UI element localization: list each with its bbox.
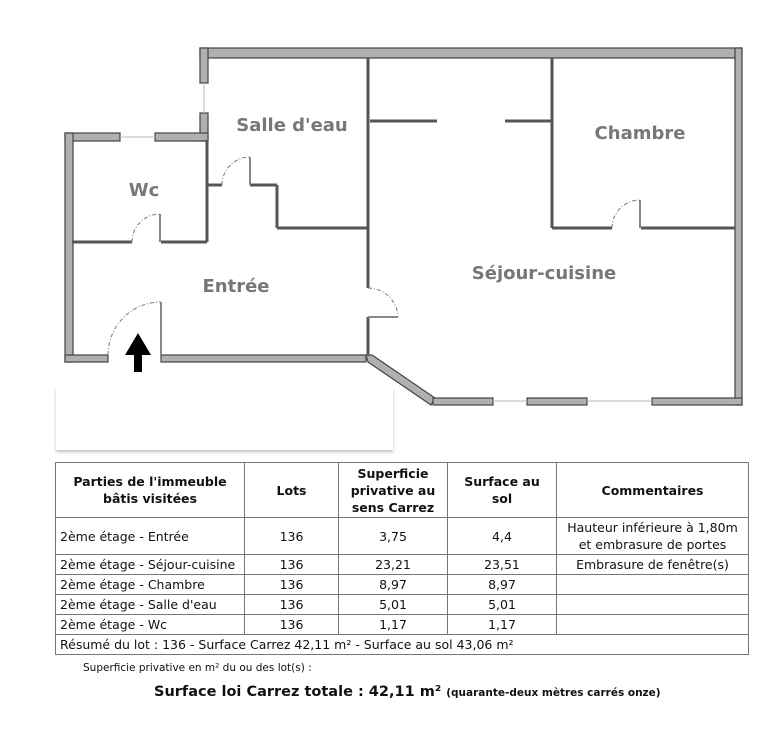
cell-commentaire <box>556 594 749 615</box>
entrance-arrow-icon <box>125 333 151 372</box>
header-parties: Parties de l'immeuble bâtis visitées <box>55 462 245 518</box>
cell-commentaire <box>556 614 749 635</box>
cell-partie: 2ème étage - Salle d'eau <box>55 594 245 615</box>
room-label-wc: Wc <box>129 180 160 201</box>
floor-plan: Salle d'eau Chambre Wc Entrée Séjour-cui… <box>64 47 743 406</box>
summary-text: Résumé du lot : 136 - Surface Carrez 42,… <box>55 634 749 655</box>
header-carrez: Superficie privative au sens Carrez <box>338 462 448 518</box>
total-carrez-words: (quarante-deux mètres carrés onze) <box>446 687 661 699</box>
cell-partie: 2ème étage - Chambre <box>55 574 245 595</box>
header-commentaires: Commentaires <box>556 462 749 518</box>
cell-partie: 2ème étage - Wc <box>55 614 245 635</box>
header-surface-sol: Surface au sol <box>447 462 557 518</box>
cell-carrez: 5,01 <box>338 594 448 615</box>
cell-sol: 23,51 <box>447 554 557 575</box>
door-swings <box>107 156 641 356</box>
room-label-sejour-cuisine: Séjour-cuisine <box>472 263 616 284</box>
cell-commentaire <box>556 574 749 595</box>
cell-carrez: 1,17 <box>338 614 448 635</box>
cell-sol: 5,01 <box>447 594 557 615</box>
cell-sol: 8,97 <box>447 574 557 595</box>
cell-lot: 136 <box>244 517 339 555</box>
cell-lot: 136 <box>244 614 339 635</box>
blank-overlay-box <box>56 388 393 450</box>
room-label-salle-deau: Salle d'eau <box>236 115 348 136</box>
windows <box>120 83 652 402</box>
cell-lot: 136 <box>244 554 339 575</box>
summary-row: Résumé du lot : 136 - Surface Carrez 42,… <box>55 634 749 655</box>
cell-sol: 4,4 <box>447 517 557 555</box>
cell-sol: 1,17 <box>447 614 557 635</box>
table-header-row: Parties de l'immeuble bâtis visitées Lot… <box>55 462 749 518</box>
door-leaves <box>159 157 641 355</box>
cell-carrez: 3,75 <box>338 517 448 555</box>
cell-partie: 2ème étage - Séjour-cuisine <box>55 554 245 575</box>
cell-commentaire: Hauteur inférieure à 1,80m et embrasure … <box>556 517 749 555</box>
cell-partie: 2ème étage - Entrée <box>55 517 245 555</box>
cell-lot: 136 <box>244 574 339 595</box>
cell-lot: 136 <box>244 594 339 615</box>
cell-commentaire: Embrasure de fenêtre(s) <box>556 554 749 575</box>
header-lots: Lots <box>244 462 339 518</box>
exterior-walls <box>64 47 743 406</box>
surface-table: Parties de l'immeuble bâtis visitées Lot… <box>55 462 749 655</box>
room-label-entree: Entrée <box>202 276 269 297</box>
cell-carrez: 8,97 <box>338 574 448 595</box>
room-label-chambre: Chambre <box>595 123 686 144</box>
cell-carrez: 23,21 <box>338 554 448 575</box>
private-area-note: Superficie privative en m² du ou des lot… <box>83 662 312 674</box>
total-carrez: Surface loi Carrez totale : 42,11 m² (qu… <box>154 684 661 700</box>
total-carrez-value: Surface loi Carrez totale : 42,11 m² <box>154 684 442 700</box>
interior-walls <box>72 58 735 355</box>
